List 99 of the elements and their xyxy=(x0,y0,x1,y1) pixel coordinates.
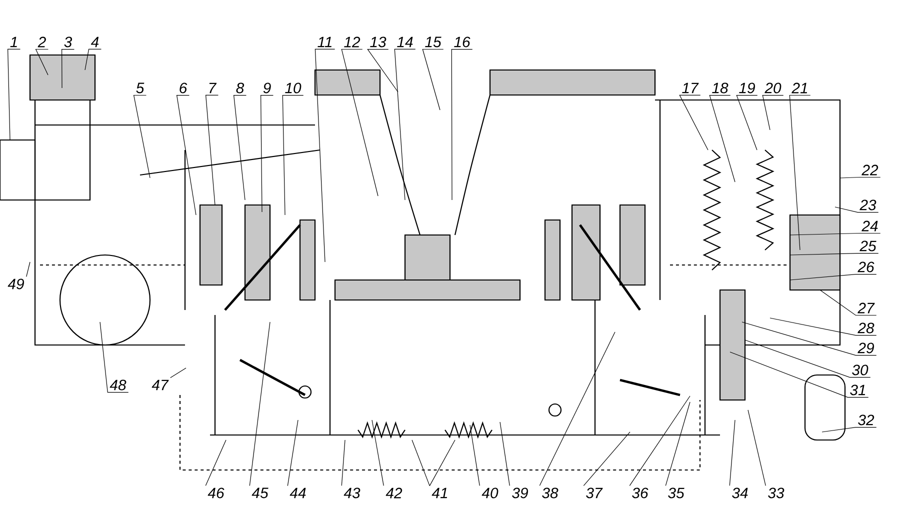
leader-line xyxy=(422,48,444,110)
leader-line xyxy=(287,420,298,486)
leader-line xyxy=(62,49,75,88)
callout-number: 27 xyxy=(858,302,875,314)
leader-line xyxy=(762,95,784,130)
leader-line xyxy=(341,48,378,196)
leader-line xyxy=(820,290,877,316)
callout-number: 23 xyxy=(860,200,876,210)
leader-line xyxy=(170,368,186,378)
leader-line xyxy=(394,48,416,200)
leader-line xyxy=(205,440,226,486)
leader-line xyxy=(539,332,616,486)
leader-line xyxy=(282,95,304,216)
leader-line xyxy=(412,440,430,486)
leader-line xyxy=(834,206,879,213)
callout-number: 41 xyxy=(432,488,448,498)
callout-number: 31 xyxy=(850,384,866,396)
leader-line xyxy=(314,48,336,262)
callout-number: 8 xyxy=(236,82,244,94)
leader-line xyxy=(822,427,877,432)
callout-number: 9 xyxy=(263,82,271,94)
leader-line xyxy=(35,48,49,76)
leader-line xyxy=(429,440,456,486)
callout-number: 33 xyxy=(768,488,784,498)
leader-line xyxy=(133,94,150,178)
leader-line xyxy=(583,432,630,486)
callout-number: 36 xyxy=(632,488,648,498)
callout-number: 5 xyxy=(136,82,144,94)
leader-line xyxy=(470,424,480,486)
callout-number: 24 xyxy=(862,220,878,232)
leader-line xyxy=(84,48,102,70)
callout-number: 29 xyxy=(858,342,874,354)
callout-number: 11 xyxy=(318,36,332,48)
callout-number: 43 xyxy=(344,488,360,498)
leader-line xyxy=(233,95,247,200)
callout-number: 20 xyxy=(764,82,782,94)
leader-line xyxy=(176,95,196,216)
callout-number: 40 xyxy=(482,488,498,498)
leader-line xyxy=(729,420,736,486)
leader-line xyxy=(367,49,398,92)
leader-line xyxy=(790,253,879,256)
callout-number: 25 xyxy=(860,240,876,252)
callout-number: 13 xyxy=(370,36,386,48)
callout-number: 44 xyxy=(290,488,306,498)
leader-line xyxy=(742,322,877,356)
callout-number: 47 xyxy=(152,380,169,390)
leader-line xyxy=(840,176,881,178)
callout-number: 1 xyxy=(10,36,17,48)
callout-number: 16 xyxy=(454,36,470,48)
callout-number: 39 xyxy=(512,488,528,498)
callout-number: 19 xyxy=(739,82,755,94)
callout-number: 45 xyxy=(252,488,268,498)
leader-line xyxy=(770,318,877,336)
leader-line xyxy=(665,402,690,486)
callout-number: 3 xyxy=(64,36,72,48)
leader-line xyxy=(730,352,869,398)
leader-line xyxy=(736,95,758,150)
callout-number: 32 xyxy=(858,414,874,426)
leader-line xyxy=(341,440,346,486)
leader-line xyxy=(629,396,690,486)
callout-number: 48 xyxy=(110,380,126,390)
callout-number: 22 xyxy=(862,164,878,176)
callout-number: 38 xyxy=(542,488,558,498)
callout-number: 30 xyxy=(852,364,868,376)
leader-line xyxy=(789,94,811,250)
callout-number: 6 xyxy=(180,82,188,94)
leader-line xyxy=(500,422,510,486)
leader-line xyxy=(679,94,708,150)
leader-line xyxy=(260,95,274,212)
callout-number: 34 xyxy=(732,488,748,498)
leader-line xyxy=(8,48,21,140)
leader-line xyxy=(709,95,736,182)
callout-number: 49 xyxy=(8,278,24,290)
callout-number: 2 xyxy=(38,36,46,48)
leader-line xyxy=(748,410,766,486)
callout-number: 17 xyxy=(682,82,699,94)
leader-line xyxy=(790,274,877,280)
callout-number: 12 xyxy=(344,36,360,48)
callout-number: 18 xyxy=(712,82,728,94)
callout-number: 14 xyxy=(397,36,413,48)
callout-number: 21 xyxy=(792,82,808,94)
callout-number: 7 xyxy=(209,82,217,94)
callout-number: 28 xyxy=(858,322,874,334)
leader-line xyxy=(205,94,219,206)
leader-line xyxy=(744,340,871,378)
leader-line xyxy=(249,322,270,486)
callout-number: 35 xyxy=(668,488,684,498)
callout-number: 15 xyxy=(425,36,442,48)
callout-number: 42 xyxy=(386,488,402,498)
callout-number: 37 xyxy=(586,488,603,498)
callout-number: 26 xyxy=(858,262,874,272)
leader-line xyxy=(100,322,129,393)
callout-number: 46 xyxy=(208,488,224,498)
callout-number: 10 xyxy=(285,82,302,94)
leader-line xyxy=(790,232,881,236)
leader-line xyxy=(26,262,30,277)
leader-line xyxy=(451,49,473,200)
callout-number: 4 xyxy=(90,36,99,48)
leader-line xyxy=(372,420,384,486)
